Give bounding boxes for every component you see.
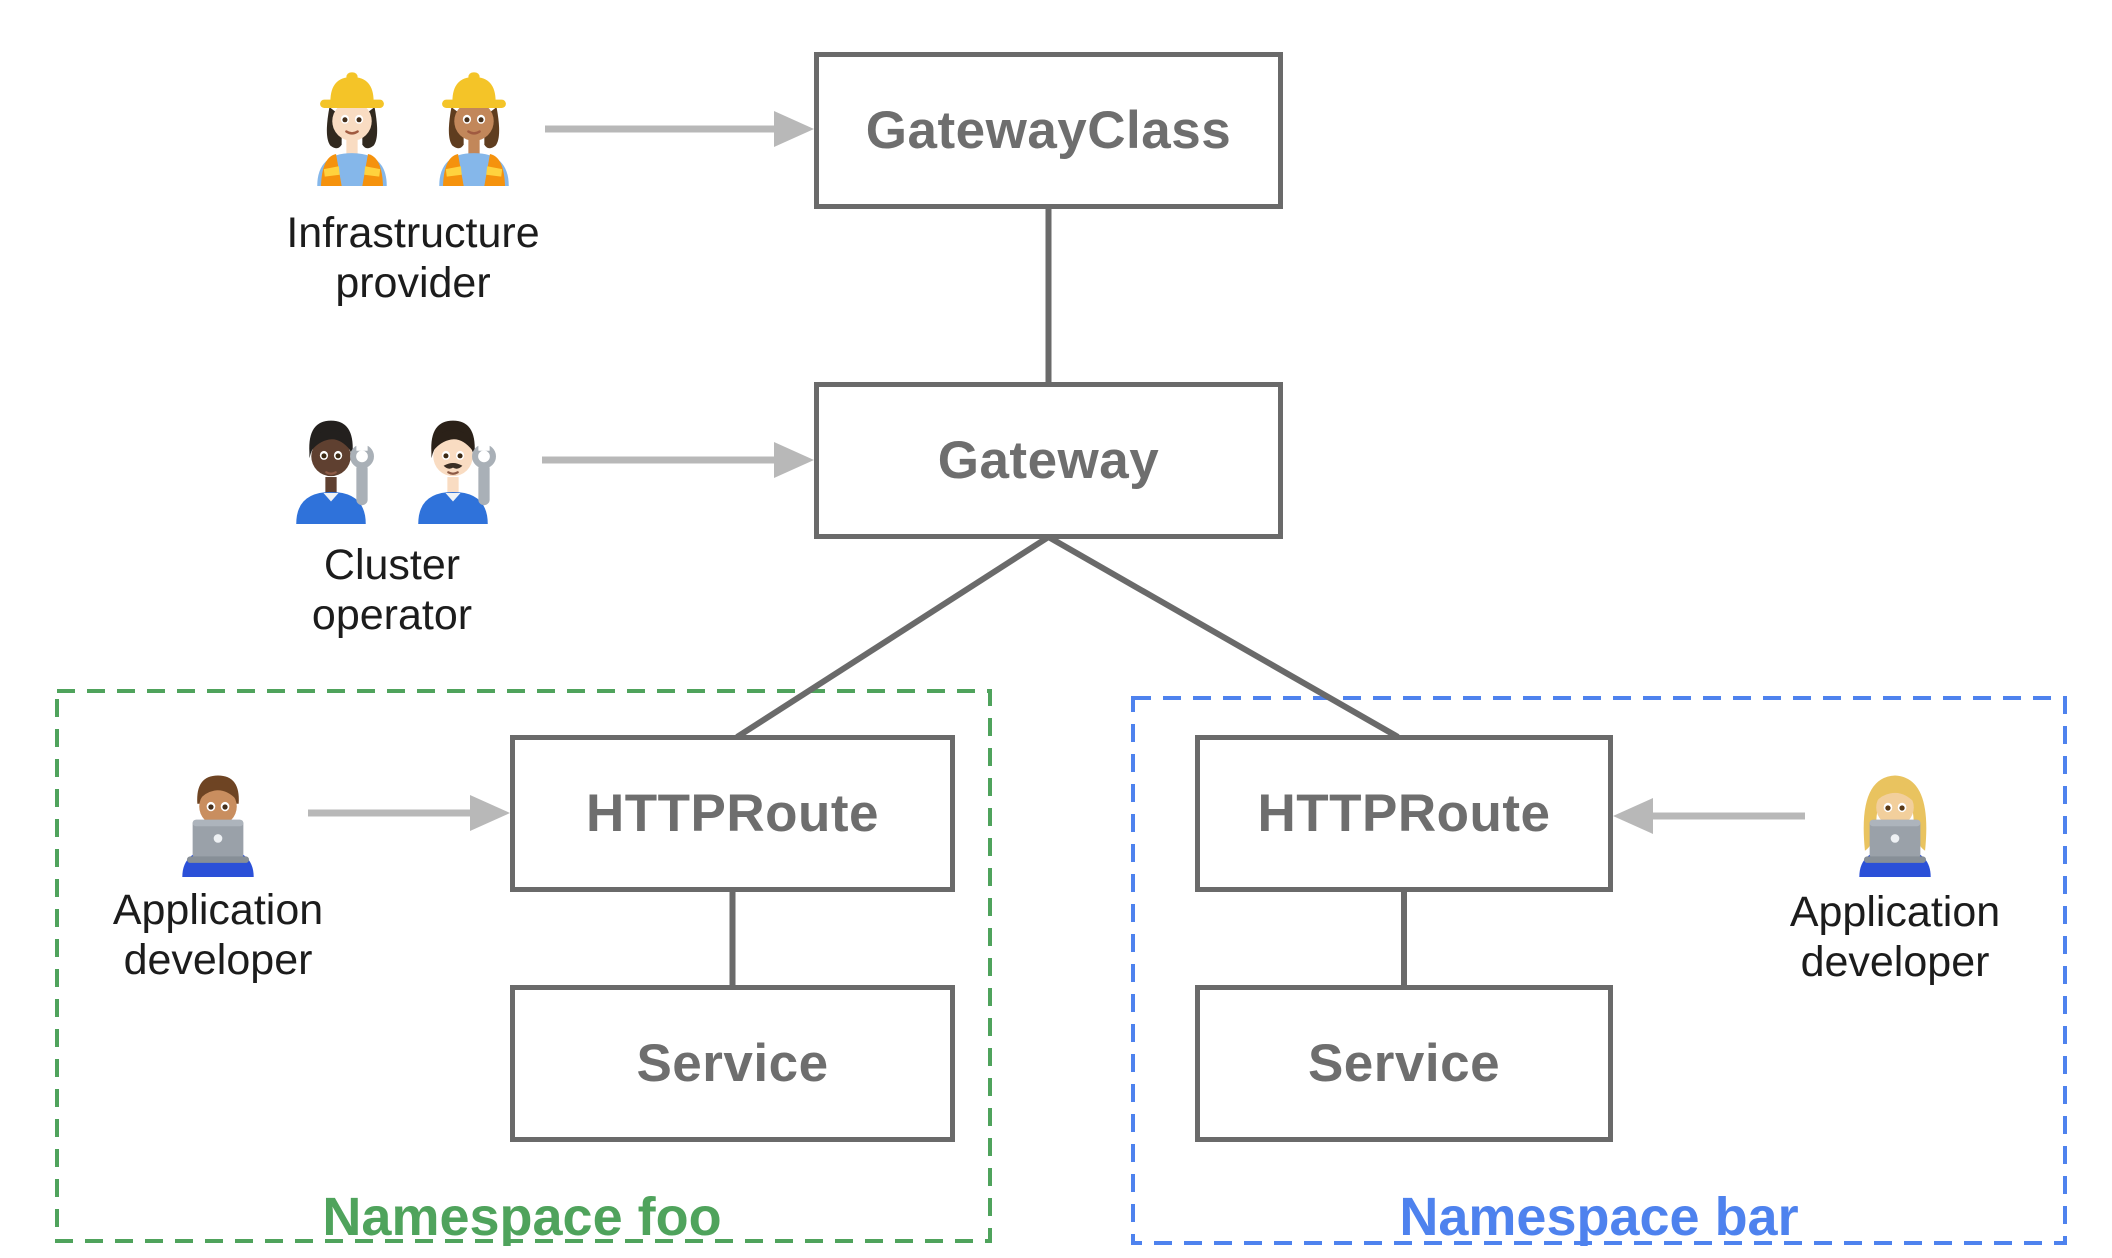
man-technologist-icon [171,753,265,877]
gatewayclass-node: GatewayClass [814,52,1283,209]
woman-technologist-icon [1848,753,1942,877]
app-developer-foo-persona: Application developer [18,753,418,986]
woman-construction-worker-light-skin-icon [305,62,399,186]
app-developer-foo-icons [171,753,265,877]
infrastructure-provider-label: Infrastructure provider [286,209,540,308]
httproute-foo-node: HTTPRoute [510,735,955,892]
gatewayclass-label: GatewayClass [865,101,1232,160]
cluster-operator-icons [284,400,500,524]
httproute-foo-label: HTTPRoute [585,784,880,843]
gateway-node: Gateway [814,382,1283,539]
app-developer-bar-persona: Application developer [1695,753,2095,988]
connector-gateway-httproute-foo [735,534,1051,740]
man-mechanic-light-skin-icon [406,400,500,524]
namespace-bar-label: Namespace bar [1399,1187,1799,1247]
woman-construction-worker-medium-skin-icon [427,62,521,186]
gateway-label: Gateway [937,431,1160,490]
httproute-bar-label: HTTPRoute [1257,784,1551,843]
service-bar-node: Service [1195,985,1613,1142]
app-developer-foo-label: Application developer [112,886,324,985]
service-foo-node: Service [510,985,955,1142]
infrastructure-provider-persona: Infrastructure provider [213,62,613,309]
cluster-operator-persona: Cluster operator [192,400,592,641]
service-foo-label: Service [636,1034,829,1093]
infrastructure-provider-icons [305,62,521,186]
person-mechanic-dark-skin-icon [284,400,378,524]
connector-gateway-httproute-bar [1047,534,1400,740]
cluster-operator-label: Cluster operator [311,541,473,640]
namespace-foo-label: Namespace foo [322,1187,722,1247]
httproute-bar-node: HTTPRoute [1195,735,1613,892]
service-bar-label: Service [1307,1034,1501,1093]
app-developer-bar-icons [1848,753,1942,877]
app-developer-bar-label: Application developer [1789,888,2001,987]
